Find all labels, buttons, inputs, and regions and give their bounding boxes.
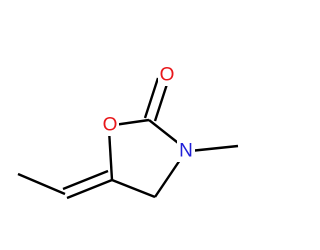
- bond-ethylidene-methyl: [17, 172, 66, 196]
- bond-c2-o1: [113, 118, 150, 127]
- bond-carbonyl-double-2: [153, 80, 170, 122]
- bond-exocyclic-double-1: [66, 178, 113, 200]
- bond-carbonyl-double-1: [143, 77, 160, 119]
- carbonyl-oxygen-label: O: [160, 65, 175, 86]
- molecule-structure-diagram: O O N: [17, 64, 239, 200]
- bond-c4-c5: [111, 178, 156, 199]
- ring-oxygen-label: O: [103, 115, 118, 136]
- ring-oxygen-atom: O: [101, 114, 119, 136]
- atom-labels: O O N: [101, 64, 195, 162]
- ring-nitrogen-label: N: [179, 141, 193, 162]
- bond-exocyclic-double-2: [62, 169, 109, 191]
- carbonyl-oxygen-atom: O: [158, 64, 176, 86]
- bond-n3-methyl: [189, 144, 239, 153]
- bond-n3-c4: [154, 156, 183, 198]
- bond-c2-n3: [148, 119, 183, 147]
- ring-nitrogen-atom: N: [177, 140, 195, 162]
- bond-c5-o1: [107, 129, 114, 181]
- bonds: [17, 77, 239, 200]
